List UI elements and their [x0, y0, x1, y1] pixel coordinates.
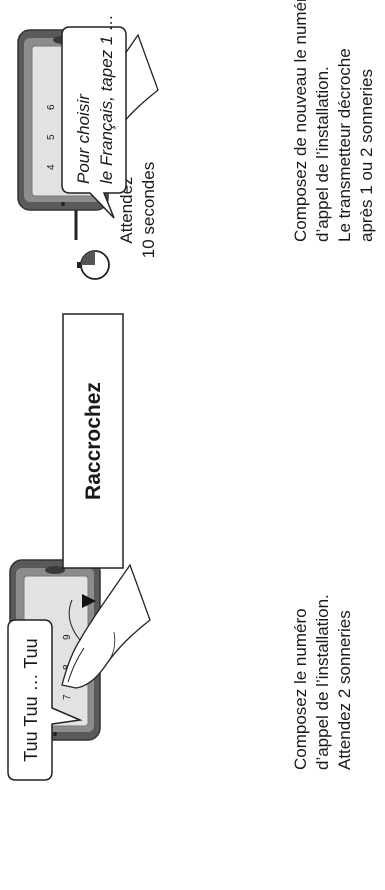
step-1-caption: Composez le numéro d’appel de l’installa… [291, 594, 354, 770]
rotated-layout: 4 5 6 7 8 9 Tuu Tuu … Tuu Composez le nu… [7, 0, 376, 781]
caption-line: Attendez 2 sonneries [335, 610, 354, 770]
step-4-bubble-line: le Français, tapez 1 … [97, 14, 116, 184]
keypad-digit: 4 [46, 164, 57, 170]
keypad-digit: 7 [62, 694, 73, 700]
caption-line: Composez le numéro [291, 608, 310, 770]
keypad-digit: 5 [46, 134, 57, 140]
step-4-speech-bubble: Pour choisir le Français, tapez 1 … [61, 14, 127, 219]
step-1-speech-bubble: Tuu Tuu … Tuu [7, 619, 83, 781]
caption-line: Le transmetteur décroche [335, 48, 354, 242]
keypad-digit: 6 [46, 104, 57, 110]
caption-line: d’appel de l’installation. [313, 66, 332, 242]
caption-line: d’appel de l’installation. [313, 594, 332, 770]
finger-pressing-icon [61, 563, 151, 689]
step-4-bubble-line: Pour choisir [74, 93, 93, 184]
hang-up-box: Raccrochez [62, 313, 124, 569]
hang-up-label: Raccrochez [82, 382, 105, 500]
step-1-bubble-text: Tuu Tuu … Tuu [21, 638, 41, 761]
triangle-arrow-icon [82, 594, 96, 608]
stopwatch-icon [77, 250, 110, 280]
keypad-digit: 9 [62, 634, 73, 640]
caption-line: après 1 ou 2 sonneries [357, 69, 376, 242]
caption-line: 10 secondes [139, 162, 158, 258]
step-4-caption: Composez de nouveau le numéro d’appel de… [291, 0, 376, 242]
caption-line: Composez de nouveau le numéro [291, 0, 310, 242]
